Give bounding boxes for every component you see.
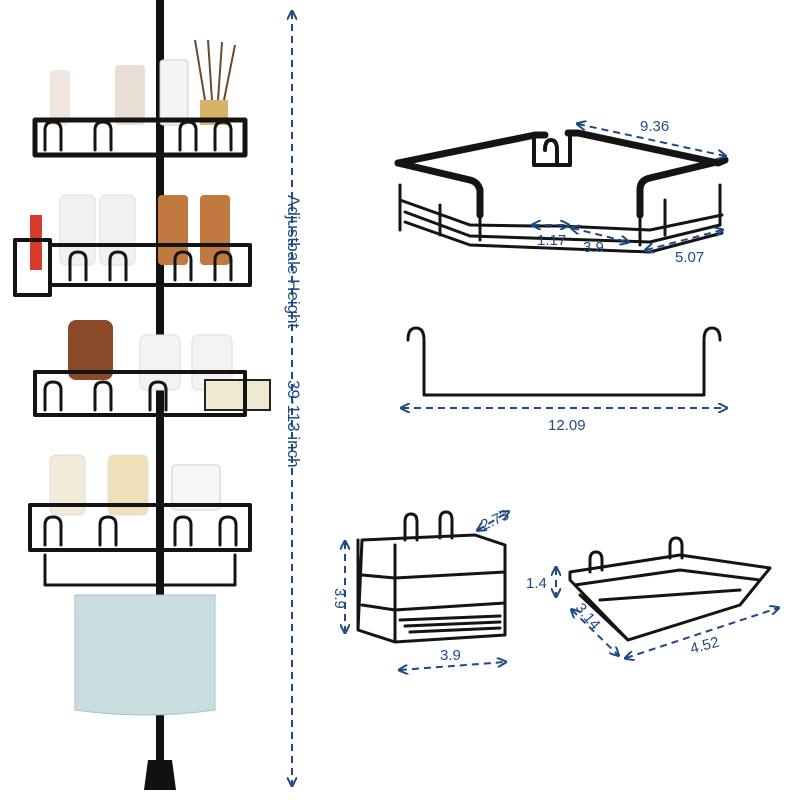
shelf-tier-3	[33, 320, 271, 417]
shelf-tier-4	[28, 454, 252, 587]
soap-dish: 1.4 3.14 4.52	[526, 536, 778, 658]
pole-base	[144, 760, 176, 790]
toothbrush-holder-height: 3.9	[331, 588, 348, 609]
shelf-tier-1	[32, 39, 248, 158]
corner-basket-depth: 5.07	[675, 249, 704, 266]
height-label: Adjustbale Height	[284, 195, 303, 329]
toothbrush-holder-width: 3.9	[440, 647, 461, 664]
corner-basket: 9.36 1.17 3.9 5.07	[394, 118, 729, 266]
towel-bar: 12.09	[402, 326, 726, 434]
shower-caddy-tower	[13, 0, 271, 790]
shelf-tier-2	[13, 194, 252, 297]
soap-dish-length: 4.52	[688, 634, 721, 658]
soap-dish-height: 1.4	[526, 575, 547, 592]
height-value: 39-113 inch	[284, 380, 303, 468]
corner-basket-side: 3.9	[583, 239, 604, 256]
toothbrush-holder: 2.73 3.9 3.9	[331, 506, 512, 670]
toothbrush-holder-depth: 2.73	[478, 506, 512, 534]
height-dimension: Adjustbale Height 39-113 inch	[284, 12, 303, 785]
soap-dish-depth: 3.14	[572, 600, 604, 633]
towel-bar-length: 12.09	[548, 417, 586, 434]
corner-basket-width: 9.36	[640, 118, 669, 135]
towel	[74, 594, 216, 716]
corner-basket-corner: 1.17	[537, 232, 566, 249]
